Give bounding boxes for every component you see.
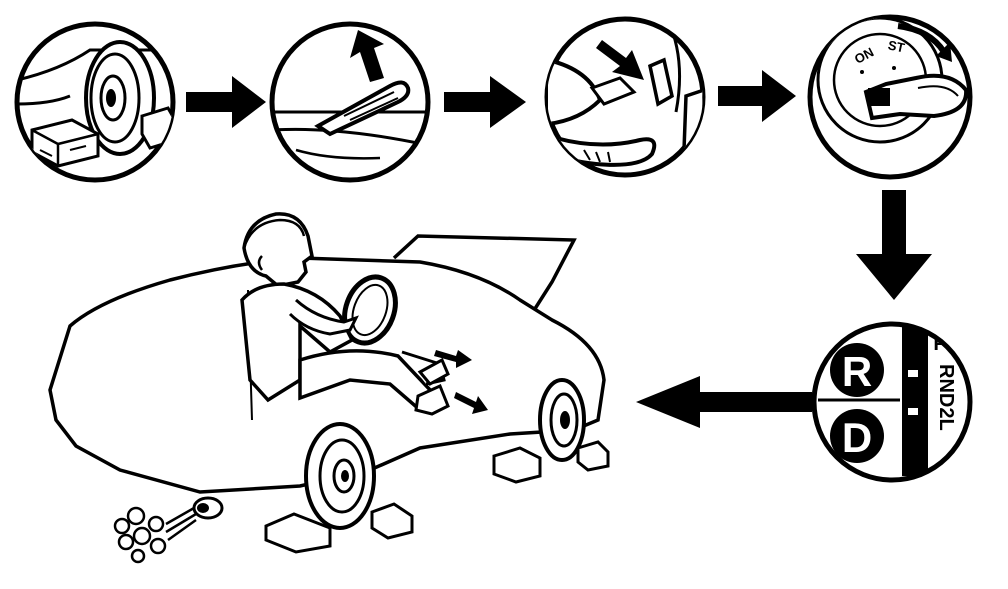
arrow-right-3 (718, 70, 796, 122)
gear-button-d: D (842, 414, 872, 461)
pedal-arrow-upper-icon (434, 350, 472, 368)
arrow-down-4 (856, 190, 932, 300)
ignition-key-icon: ON ST (816, 17, 969, 144)
step-2-parking-brake (269, 21, 431, 183)
gear-button-r: R (842, 348, 872, 395)
step-4-ignition: ON ST (807, 14, 973, 180)
parking-brake-icon (272, 30, 428, 160)
step-5-gear-selector: R D P RND2L (811, 321, 973, 483)
gate-label-list: RND2L (935, 364, 957, 431)
step-6-driver-in-car (48, 212, 610, 564)
ignition-start-label: ST (887, 37, 906, 55)
arrow-right-1 (186, 76, 266, 128)
step-1-wheel-chock (14, 21, 176, 183)
up-arrow-icon (350, 30, 384, 82)
arrow-right-2 (444, 76, 526, 128)
exhaust-smoke-icon (113, 506, 197, 564)
pedal-arrow-lower-icon (454, 392, 488, 414)
driver-in-car-icon (48, 212, 610, 564)
gear-selector-icon: R D P RND2L (818, 326, 957, 476)
step-3-brake-pedal (544, 16, 706, 178)
arrow-left-5 (636, 376, 812, 428)
push-arrow-icon (596, 40, 644, 80)
